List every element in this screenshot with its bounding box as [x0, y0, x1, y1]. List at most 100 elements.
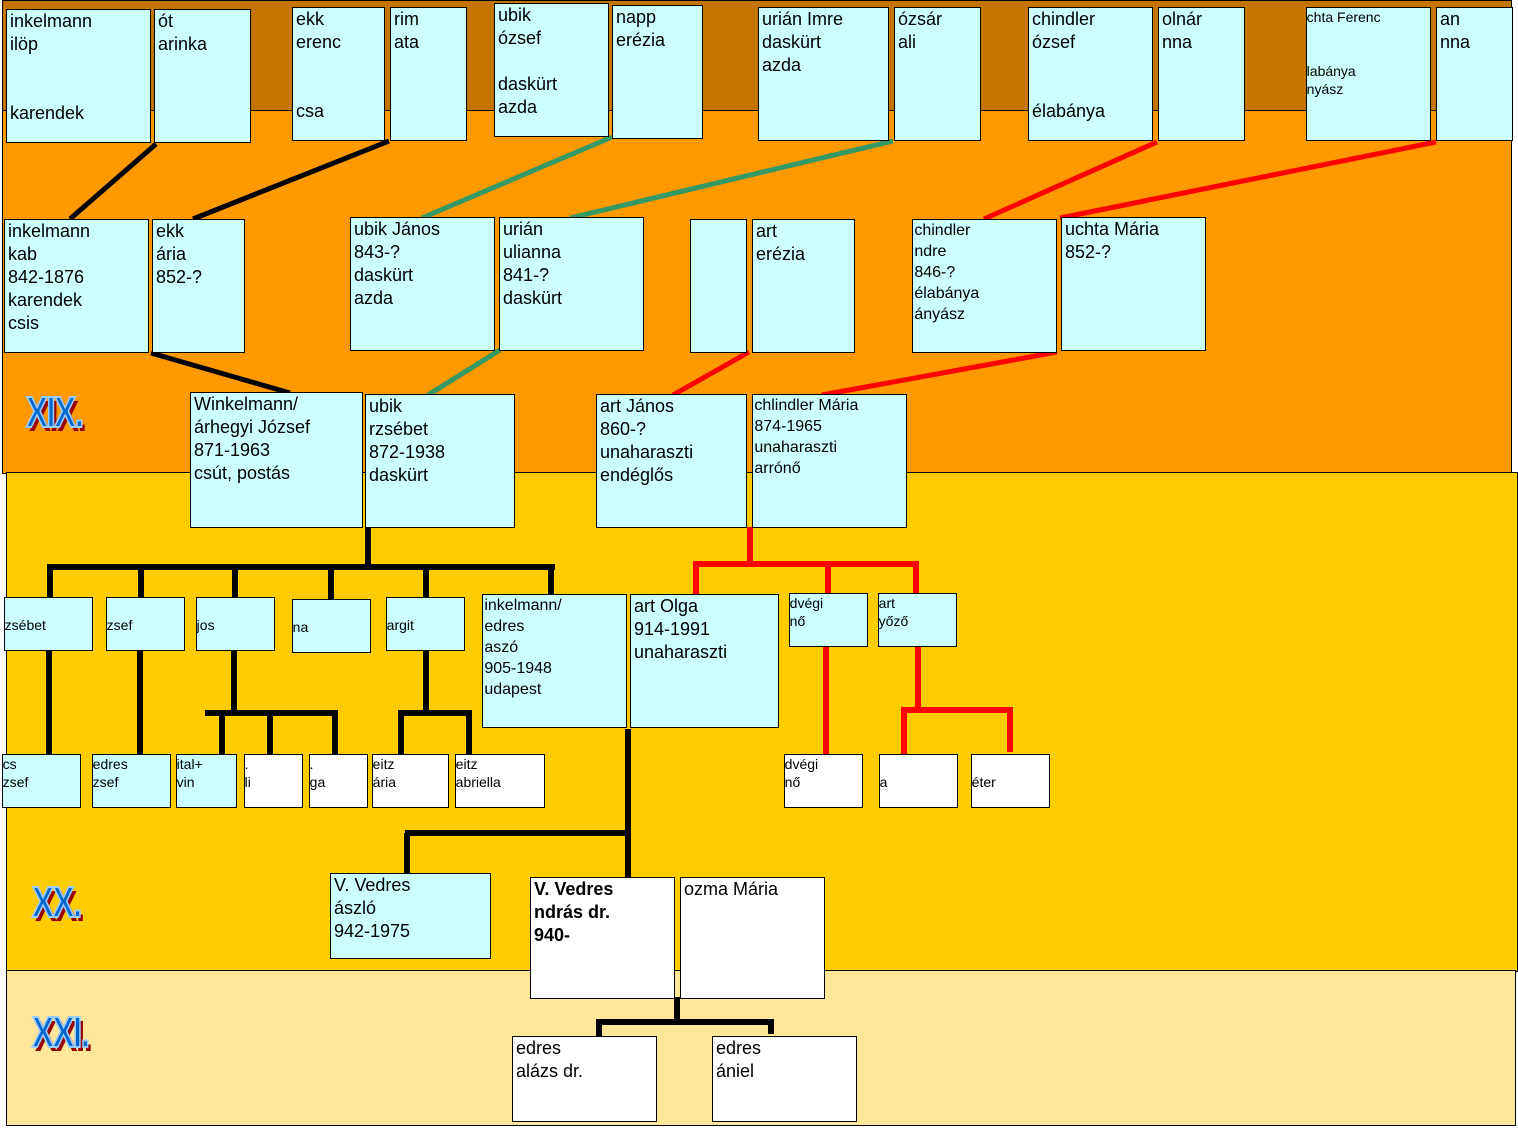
person-text-line: kab	[8, 244, 38, 264]
person-text-line: árhegyi József	[190, 417, 311, 437]
person-text-line: napp	[616, 7, 657, 27]
person-box[interactable]: zsef	[106, 597, 185, 651]
person-box[interactable]: inkelmann kab 842-1876 karendek csis	[4, 219, 149, 353]
person-text-line: 942-1975	[334, 921, 411, 941]
person-box[interactable]: . ga	[309, 754, 368, 808]
person-text-line: jos	[196, 617, 215, 633]
person-box[interactable]: chlindler Mária 874-1965 unaharaszti arr…	[752, 394, 907, 528]
person-box[interactable]: art erézia	[752, 219, 855, 353]
person-box[interactable]: edres zsef	[92, 754, 171, 808]
person-box[interactable]: edres alázs dr.	[512, 1036, 657, 1122]
person-box[interactable]: ubik János 843-? daskürt azda	[350, 217, 495, 351]
person-box[interactable]: ózsár ali	[894, 7, 981, 141]
person-box[interactable]: éter	[971, 754, 1050, 808]
person-box[interactable]: uchta Mária 852-?	[1061, 217, 1206, 351]
person-text-line: 905-1948	[484, 660, 552, 677]
person-box[interactable]: Winkelmann/ árhegyi József 871-1963 csút…	[190, 392, 363, 528]
person-text-line: ekk	[296, 9, 325, 29]
person-text-line: a	[879, 774, 888, 790]
person-text-line: daskürt	[762, 32, 822, 52]
person-box[interactable]: a	[879, 754, 958, 808]
person-text-line: élabánya	[1032, 101, 1106, 121]
person-text-line: ózsef	[1032, 32, 1076, 52]
person-text-line: an	[1440, 9, 1461, 29]
person-box[interactable]: . li	[244, 754, 303, 808]
person-text-line: urián Imre	[762, 9, 844, 29]
person-text-line: vin	[176, 774, 195, 790]
person-text-line: ubik János	[354, 219, 441, 239]
person-text-line: alázs dr.	[516, 1061, 584, 1081]
person-text-line: rim	[394, 9, 419, 29]
person-text-line: ulianna	[503, 242, 562, 262]
person-text-line: 842-1876	[8, 267, 85, 287]
person-text-line: nő	[789, 613, 806, 629]
person-box[interactable]: V. Vedres ászló 942-1975	[330, 873, 491, 959]
person-text-line: ózsár	[898, 9, 943, 29]
person-box[interactable]: ekk erenc csa	[292, 7, 385, 141]
person-text-line: ital+	[176, 756, 203, 772]
connector-line	[1059, 139, 1437, 221]
person-box[interactable]: dvégi nő	[789, 593, 868, 647]
person-box[interactable]: eitz ária	[372, 754, 449, 808]
person-text-line: csa	[296, 101, 325, 121]
person-text-line: élabánya	[914, 285, 980, 302]
person-box[interactable]: art yőző	[878, 593, 957, 647]
person-box[interactable]: urián Imre daskürt azda	[758, 7, 889, 141]
person-box[interactable]	[690, 219, 747, 353]
person-box[interactable]: ót arinka	[154, 9, 251, 143]
person-text-line: chta Ferenc	[1306, 9, 1381, 25]
person-box[interactable]: chindler ndre 846-? élabánya ányász	[912, 219, 1057, 353]
person-box[interactable]: napp erézia	[612, 5, 703, 139]
person-box[interactable]: art Olga 914-1991 unaharaszti	[630, 594, 779, 728]
person-box[interactable]: cs zsef	[2, 754, 81, 808]
person-text-line: 846-?	[914, 264, 956, 281]
person-box[interactable]: ozma Mária	[680, 877, 825, 999]
person-box[interactable]: dvégi nő	[784, 754, 863, 808]
person-text-line: ga	[309, 774, 326, 790]
person-box[interactable]: jos	[196, 597, 275, 651]
person-text-line: karendek	[8, 290, 83, 310]
person-text-line: nna	[1440, 32, 1471, 52]
person-text-line: art	[756, 221, 778, 241]
person-box[interactable]: rim ata	[390, 7, 467, 141]
person-text-line: 852-?	[1065, 242, 1112, 262]
person-text-line: ániel	[716, 1061, 755, 1081]
person-text-line: ali	[898, 32, 917, 52]
person-text-line: azda	[498, 97, 538, 117]
person-text-line: .	[309, 756, 314, 772]
person-text-line	[7, 56, 150, 79]
person-box[interactable]: edres ániel	[712, 1036, 857, 1122]
person-text-line: edres	[92, 756, 128, 772]
person-text-line	[387, 598, 464, 616]
person-box[interactable]: chta Ferenc labánya nyász	[1306, 7, 1431, 141]
person-box[interactable]: argit	[386, 597, 465, 651]
person-box[interactable]: ubik ózsef daskürt azda	[494, 3, 609, 137]
person-box[interactable]: olnár nna	[1158, 7, 1245, 141]
person-text-line	[197, 598, 274, 616]
person-box[interactable]: inkelmann/ edres aszó 905-1948 udapest	[482, 594, 627, 728]
person-text-line: .	[244, 756, 249, 772]
century-label-xix: XIX.	[25, 387, 84, 438]
person-text-line: zsef	[92, 774, 119, 790]
person-text-line: 914-1991	[634, 619, 711, 639]
person-box[interactable]: an nna	[1436, 7, 1513, 141]
person-text-line: csút, postás	[190, 463, 291, 483]
person-box[interactable]: ital+ vin	[176, 754, 237, 808]
person-text-line: olnár	[1162, 9, 1203, 29]
person-text-line: abriella	[455, 774, 501, 790]
person-box[interactable]: ekk ária 852-?	[152, 219, 245, 353]
person-text-line: arinka	[158, 34, 208, 54]
person-box[interactable]: eitz abriella	[455, 754, 545, 808]
person-box[interactable]: ubik rzsébet 872-1938 daskürt	[365, 394, 515, 528]
person-box[interactable]: na	[292, 599, 371, 653]
person-box[interactable]: chindler ózsef élabánya	[1028, 7, 1153, 141]
person-box[interactable]: V. Vedres ndrás dr. 940-	[530, 877, 675, 999]
person-text-line: aszó	[484, 639, 519, 656]
connector-line	[569, 138, 894, 221]
person-text-line: nna	[1162, 32, 1193, 52]
person-box[interactable]: urián ulianna 841-? daskürt	[499, 217, 644, 351]
person-box[interactable]: inkelmann ilöp karendek	[6, 9, 151, 143]
person-box[interactable]: zsébet	[4, 597, 93, 651]
person-box[interactable]: art János 860-? unaharaszti endéglős	[596, 394, 747, 528]
